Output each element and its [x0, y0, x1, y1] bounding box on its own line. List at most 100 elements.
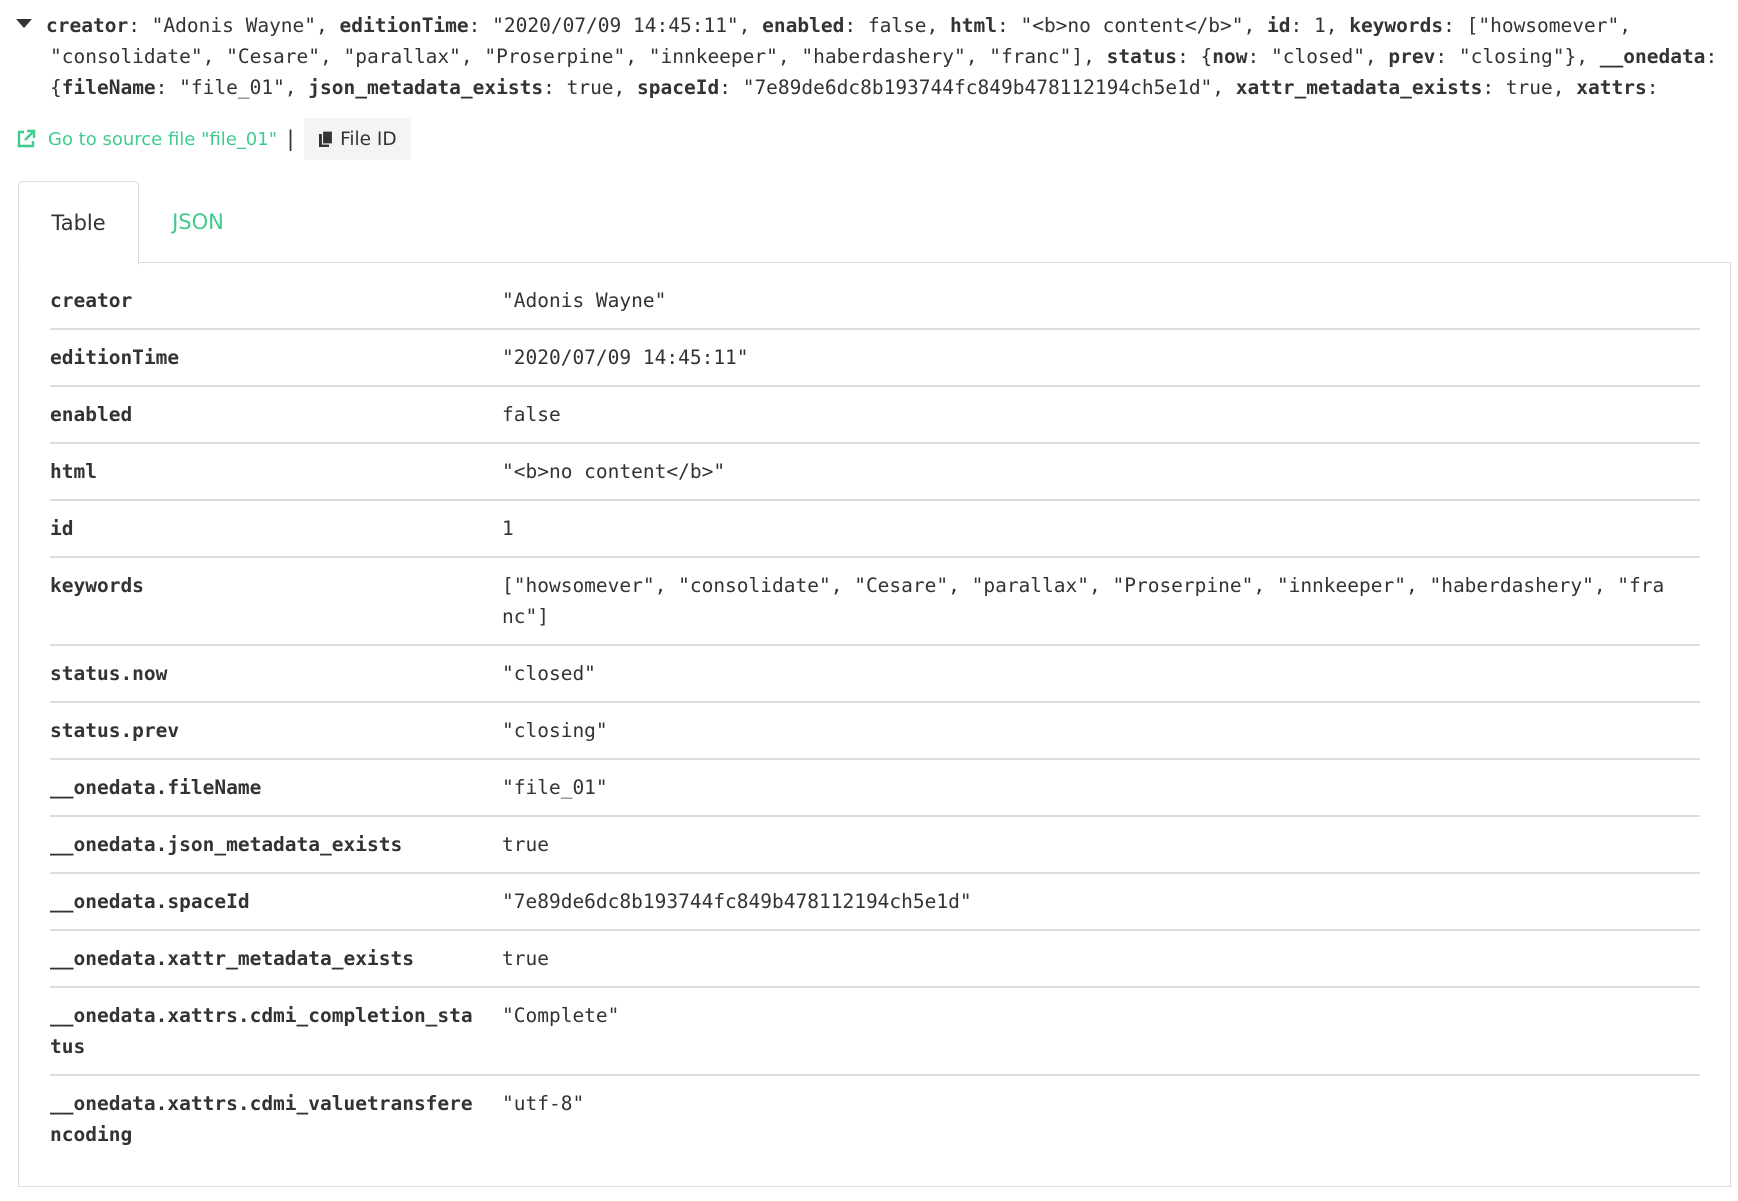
row-key: __onedata.json_metadata_exists — [50, 816, 502, 874]
row-value: "7e89de6dc8b193744fc849b478112194ch5e1d" — [502, 873, 1700, 931]
summary-text: : true, — [543, 76, 638, 99]
view-tabs: Table JSON — [18, 181, 257, 265]
collapse-caret-icon[interactable] — [16, 19, 32, 28]
row-key-text: __onedata.xattrs.cdmi_completion_status — [50, 1004, 473, 1058]
summary-key: fileName — [61, 76, 156, 99]
row-key: creator — [50, 273, 502, 330]
row-key: __onedata.spaceId — [50, 873, 502, 931]
summary-line-1-text: creator: "Adonis Wayne", editionTime: "2… — [46, 14, 1631, 37]
row-key: enabled — [50, 386, 502, 444]
summary-key: creator — [46, 14, 129, 37]
tab-json[interactable]: JSON — [139, 181, 257, 263]
row-key: __onedata.xattrs.cdmi_completion_status — [50, 987, 502, 1076]
row-key-text: keywords — [50, 574, 144, 597]
row-value: "2020/07/09 14:45:11" — [502, 329, 1700, 387]
summary-key: __onedata — [1599, 45, 1706, 68]
row-key: keywords — [50, 557, 502, 646]
row-key: status.now — [50, 645, 502, 703]
table-row: __onedata.xattr_metadata_exists true — [50, 930, 1700, 988]
summary-key: id — [1267, 14, 1291, 37]
summary-key: html — [950, 14, 997, 37]
row-key: editionTime — [50, 329, 502, 387]
summary-key: json_metadata_exists — [308, 76, 544, 99]
row-key: __onedata.xattr_metadata_exists — [50, 930, 502, 988]
table-panel: creator "Adonis Wayne" editionTime "2020/07… — [18, 262, 1731, 1187]
table-row: html "<b>no content</b>" — [50, 443, 1700, 501]
row-key: id — [50, 500, 502, 558]
row-key-text: __onedata.xattr_metadata_exists — [50, 947, 414, 970]
row-key-text: status.prev — [50, 719, 180, 742]
row-value: false — [502, 386, 1700, 444]
summary-text: { — [50, 76, 62, 99]
table-row: creator "Adonis Wayne" — [50, 273, 1700, 330]
table-row: __onedata.spaceId "7e89de6dc8b193744fc849… — [50, 873, 1700, 931]
tab-table[interactable]: Table — [18, 181, 139, 265]
copy-file-id-button[interactable]: File ID — [304, 118, 411, 160]
summary-text: : "closed", — [1247, 45, 1389, 68]
row-key: __onedata.fileName — [50, 759, 502, 817]
row-value: "closing" — [502, 702, 1700, 760]
table-row: __onedata.xattrs.cdmi_completion_status "… — [50, 987, 1700, 1076]
row-key-text: __onedata.fileName — [50, 776, 262, 799]
external-link-icon — [17, 129, 36, 148]
row-value: "utf-8" — [502, 1092, 585, 1115]
summary-value: : "2020/07/09 14:45:11", — [468, 14, 763, 37]
summary-key: enabled — [762, 14, 845, 37]
row-key-text: __onedata.xattrs.cdmi_valuetransferencod… — [50, 1092, 473, 1146]
summary-key: xattr_metadata_exists — [1235, 76, 1483, 99]
row-key-text: id — [50, 517, 74, 540]
summary-value: : "<b>no content</b>", — [996, 14, 1268, 37]
summary-key: keywords — [1349, 14, 1444, 37]
summary-key: editionTime — [339, 14, 469, 37]
row-value: true — [502, 930, 1700, 988]
summary-text: : { — [1177, 45, 1213, 68]
row-key-text: enabled — [50, 403, 133, 426]
table-row: status.now "closed" — [50, 645, 1700, 703]
go-to-source-link[interactable]: Go to source file "file_01" — [16, 129, 277, 150]
summary-value: : ["howsomever", — [1443, 14, 1631, 37]
summary-text: : — [1705, 45, 1718, 68]
table-row: enabled false — [50, 386, 1700, 444]
summary-text: : "7e89de6dc8b193744fc849b478112194ch5e1… — [719, 76, 1236, 99]
row-key-text: status.now — [50, 662, 168, 685]
row-key-text: editionTime — [50, 346, 180, 369]
file-actions: Go to source file "file_01" | File ID — [16, 118, 411, 160]
actions-separator: | — [286, 127, 295, 151]
summary-key: prev — [1388, 45, 1436, 68]
table-row: status.prev "closing" — [50, 702, 1700, 760]
metadata-table: creator "Adonis Wayne" editionTime "2020/07… — [50, 273, 1700, 1162]
summary-text: : true, — [1482, 76, 1577, 99]
row-key: html — [50, 443, 502, 501]
tab-json-label: JSON — [172, 210, 224, 234]
table-row: id 1 — [50, 500, 1700, 558]
row-value: 1 — [502, 500, 1700, 558]
summary-text: : — [1646, 76, 1659, 99]
row-value: "Adonis Wayne" — [502, 273, 1700, 330]
row-value: true — [502, 816, 1700, 874]
summary-value: : false, — [844, 14, 951, 37]
row-key: __onedata.xattrs.cdmi_valuetransferencod… — [50, 1075, 502, 1162]
metadata-summary: creator: "Adonis Wayne", editionTime: "2… — [16, 10, 1718, 103]
row-key-text: __onedata.spaceId — [50, 890, 250, 913]
row-key-text: html — [50, 460, 97, 483]
summary-line-2: "consolidate", "Cesare", "parallax", "Pr… — [16, 41, 1718, 72]
table-row: editionTime "2020/07/09 14:45:11" — [50, 329, 1700, 387]
table-row: __onedata.xattrs.cdmi_valuetransferencod… — [50, 1075, 1700, 1162]
row-value: "Complete" — [502, 987, 1700, 1076]
summary-key: spaceId — [637, 76, 720, 99]
row-value: ["howsomever", "consolidate", "Cesare", … — [502, 557, 1700, 646]
table-row: keywords ["howsomever", "consolidate", "C… — [50, 557, 1700, 646]
tab-table-label: Table — [51, 211, 106, 235]
summary-text: : "file_01", — [155, 76, 309, 99]
summary-line-1: creator: "Adonis Wayne", editionTime: "2… — [16, 10, 1716, 41]
summary-key: xattrs — [1576, 76, 1647, 99]
summary-value: : "Adonis Wayne", — [128, 14, 340, 37]
summary-text: : "closing"}, — [1435, 45, 1600, 68]
summary-text: "consolidate", "Cesare", "parallax", "Pr… — [50, 45, 1107, 68]
row-value: "<b>no content</b>" — [502, 443, 1700, 501]
row-key-text: creator — [50, 289, 133, 312]
summary-value: : 1, — [1290, 14, 1350, 37]
summary-key: status — [1106, 45, 1178, 68]
row-value: "closed" — [502, 645, 1700, 703]
